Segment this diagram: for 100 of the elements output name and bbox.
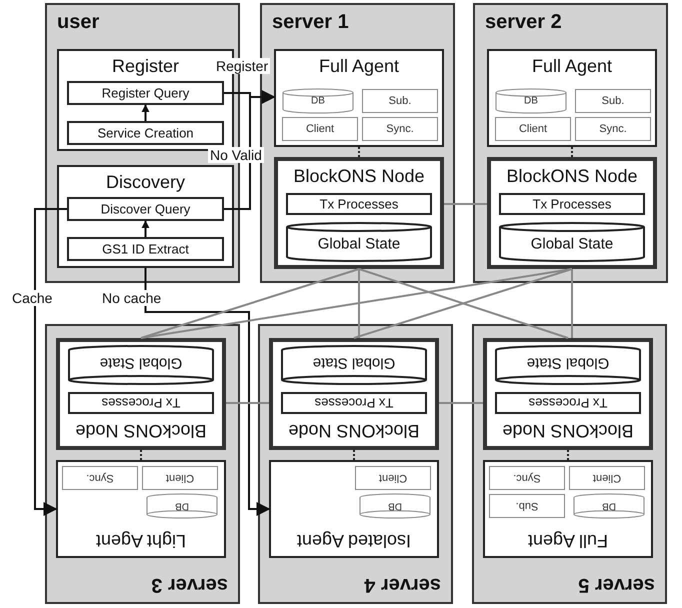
arrow [142, 220, 150, 237]
panel-title: user [57, 11, 100, 34]
box-title: Full Agent [526, 530, 610, 551]
box-label: Client [304, 123, 336, 135]
edge-label: No cache [100, 290, 164, 306]
box-label: DB [174, 500, 190, 512]
box-label: Client [378, 472, 408, 484]
dotted-connector [571, 147, 573, 157]
network-link [140, 268, 572, 339]
box-label: Sync. [85, 472, 115, 484]
box-title: Full Agent [530, 56, 614, 77]
box-label: Global State [98, 354, 184, 372]
box-title: BlockONS Node [287, 420, 421, 441]
node-box [487, 157, 657, 269]
node-box [269, 338, 439, 450]
module-box [489, 466, 565, 490]
edge-label: No Valid [208, 147, 264, 163]
box-title: Isolated Agent [296, 530, 412, 551]
edge-label: Cache [10, 290, 54, 306]
database-cylinder [68, 346, 214, 384]
box-label: Sync. [385, 123, 415, 135]
module-box [62, 466, 138, 490]
network-link [140, 268, 360, 339]
box-title: BlockONS Node [501, 420, 635, 441]
box-label: DB [387, 500, 403, 512]
database-cylinder [282, 89, 354, 113]
panel-title: server 1 [272, 11, 349, 34]
dotted-connector [358, 147, 360, 157]
server-panel [472, 324, 667, 604]
box-label: GS1 ID Extract [101, 242, 190, 256]
database-cylinder [495, 346, 641, 384]
box-label: Sub. [600, 95, 626, 107]
database-cylinder [146, 494, 218, 518]
process-box [281, 392, 427, 414]
database-cylinder [495, 89, 567, 113]
process-box [495, 392, 641, 414]
network-link [358, 269, 360, 338]
box-label: DB [310, 96, 326, 107]
box-label: Register Query [100, 86, 190, 100]
box-label: Tx Processes [314, 396, 394, 410]
box-label: Global State [530, 235, 614, 252]
box-label: Sync. [598, 123, 628, 135]
box-title: BlockONS Node [505, 166, 639, 187]
database-cylinder [499, 223, 645, 261]
dotted-connector [567, 450, 569, 460]
dotted-connector [353, 450, 355, 460]
box-label: Tx Processes [318, 196, 400, 212]
arrow [144, 268, 270, 516]
network-link [439, 402, 483, 404]
agent-box [274, 49, 444, 147]
process-box [67, 237, 224, 261]
server-panel [258, 324, 453, 604]
box-label: Global State [526, 354, 610, 372]
database-cylinder [281, 346, 427, 384]
module-box [489, 494, 565, 518]
module-box [362, 117, 438, 141]
process-box [67, 121, 224, 145]
arrow [142, 104, 150, 121]
box-label: Service Creation [96, 126, 195, 140]
process-box [499, 193, 645, 215]
panel-title: server 3 [151, 573, 228, 596]
node-box [274, 157, 444, 269]
agent-box [483, 460, 653, 558]
box-label: Global State [312, 354, 396, 372]
module-box [355, 466, 431, 490]
process-box [67, 81, 224, 105]
box-label: Tx Processes [528, 396, 608, 410]
module-box [575, 117, 651, 141]
process-box [67, 197, 224, 221]
agent-box [56, 460, 226, 558]
arrow [224, 90, 276, 210]
box-label: Client [518, 123, 548, 135]
box-label: Tx Processes [100, 396, 182, 410]
box-label: Client [592, 472, 622, 484]
box-title: BlockONS Node [74, 420, 208, 441]
module-box [282, 117, 358, 141]
dotted-connector [140, 450, 142, 460]
box-label: Tx Processes [532, 196, 612, 212]
agent-box [269, 460, 439, 558]
module-box [495, 117, 571, 141]
module-box [569, 466, 645, 490]
edge-label: Register [214, 58, 270, 74]
box-label: DB [523, 96, 539, 107]
database-cylinder [573, 494, 645, 518]
module-box [142, 466, 218, 490]
process-box [286, 193, 432, 215]
box-label: Client [164, 472, 196, 484]
database-cylinder [359, 494, 431, 518]
process-box [68, 392, 214, 414]
box-label: Global State [316, 235, 402, 252]
arrow [34, 208, 67, 516]
agent-box [57, 165, 234, 268]
module-box [362, 89, 438, 113]
box-label: Sub. [514, 500, 540, 512]
panel-title: server 4 [364, 573, 441, 596]
box-title: Light Agent [94, 530, 188, 551]
network-link [571, 269, 573, 338]
node-box [56, 338, 226, 450]
node-box [483, 338, 653, 450]
box-label: Sub. [388, 95, 412, 107]
